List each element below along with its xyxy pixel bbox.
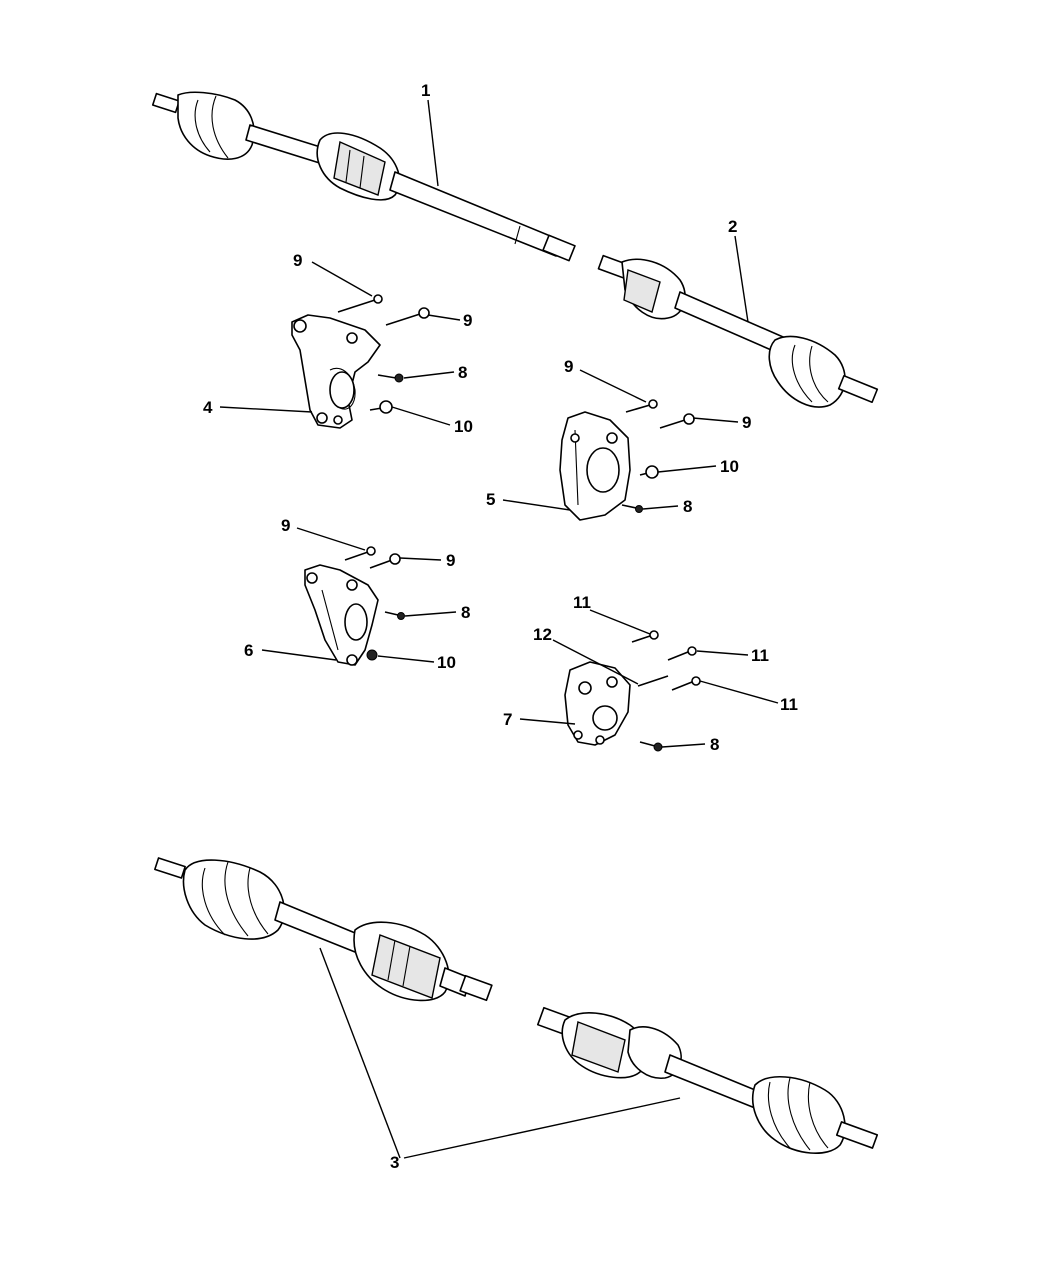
drive-shaft-2: [597, 254, 879, 408]
callout-6: 6: [244, 641, 253, 660]
callout-8: 8: [461, 603, 470, 622]
drive-shaft-1: [151, 91, 576, 262]
bearing-bracket-4: [291, 314, 381, 429]
callout-7: 7: [503, 710, 512, 729]
bearing-bracket-7: [564, 661, 631, 746]
callout-10: 10: [720, 457, 739, 476]
callout-3: 3: [390, 1153, 399, 1172]
callout-8: 8: [458, 363, 467, 382]
callout-9: 9: [742, 413, 751, 432]
bearing-bracket-6: [304, 564, 379, 666]
bolts: [337, 294, 701, 752]
callout-12: 12: [533, 625, 552, 644]
bearing-bracket-5: [559, 411, 631, 521]
callout-labels: 1 2 3 4 5 6 7 9 9 9 9 9 9 8 8 8 8 10 10 …: [203, 81, 798, 1172]
callout-11: 11: [751, 646, 769, 665]
callout-4: 4: [203, 398, 213, 417]
callout-9: 9: [446, 551, 455, 570]
drive-shaft-3-right: [536, 1006, 879, 1155]
leader-lines: [219, 99, 779, 1159]
callout-11: 11: [573, 593, 591, 612]
drive-shaft-3-left: [154, 857, 493, 1002]
callout-11: 11: [780, 695, 798, 714]
callout-10: 10: [454, 417, 473, 436]
callout-5: 5: [486, 490, 495, 509]
callout-8: 8: [710, 735, 719, 754]
callout-10: 10: [437, 653, 456, 672]
callout-2: 2: [728, 217, 737, 236]
callout-9: 9: [463, 311, 472, 330]
callout-1: 1: [421, 81, 430, 100]
callout-8: 8: [683, 497, 692, 516]
callout-9: 9: [564, 357, 573, 376]
callout-9: 9: [293, 251, 302, 270]
callout-9: 9: [281, 516, 290, 535]
